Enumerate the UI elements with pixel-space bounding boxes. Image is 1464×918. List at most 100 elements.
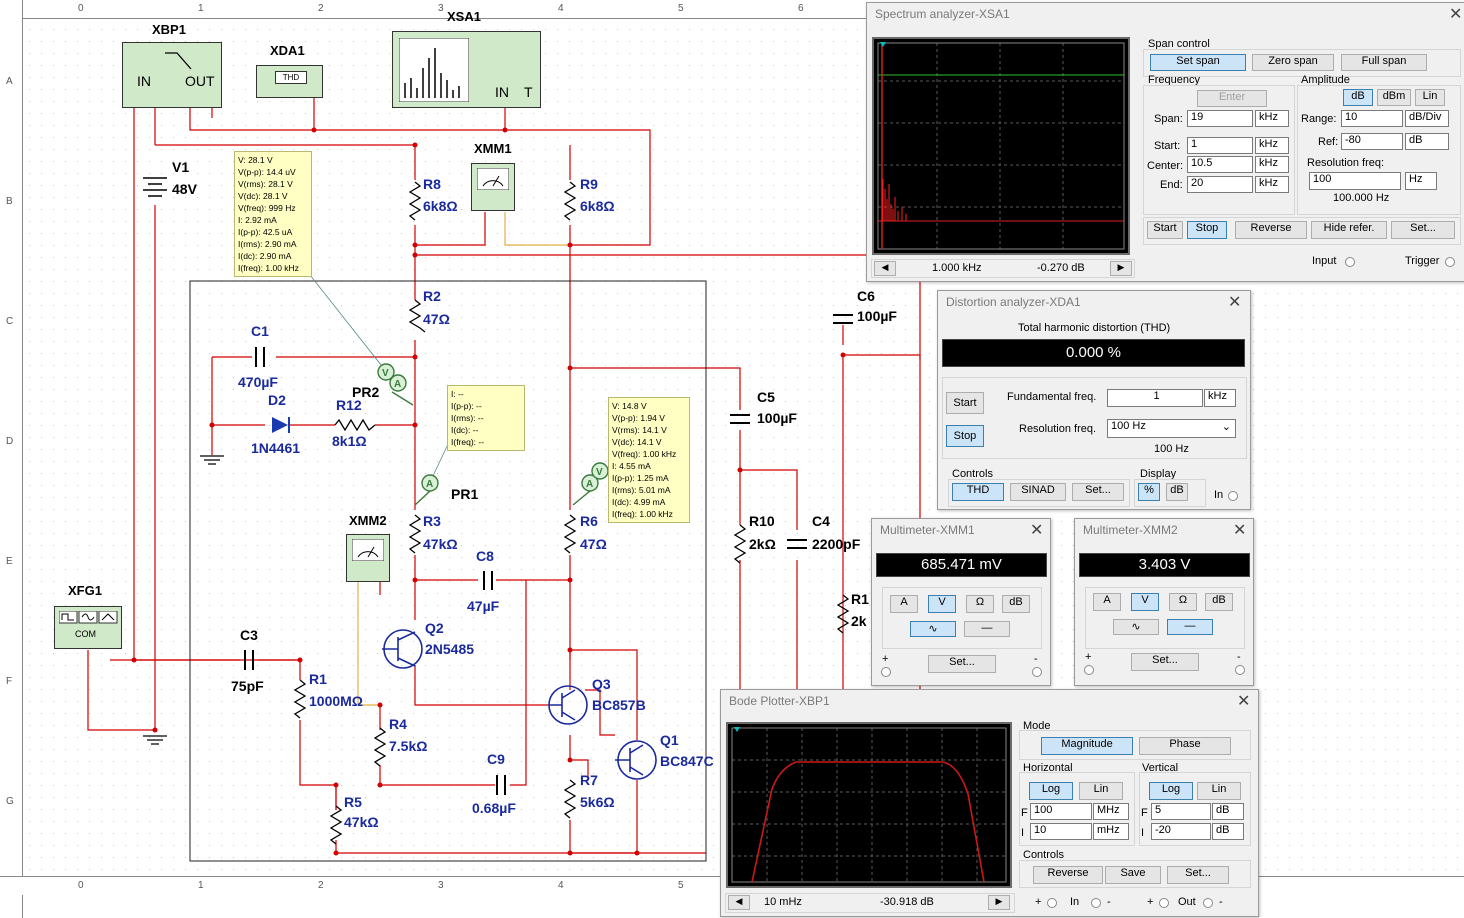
spectrum-display[interactable] (872, 37, 1130, 255)
resolution-freq-select[interactable]: 100 Hz⌄ (1107, 419, 1236, 438)
percent-button[interactable]: % (1138, 483, 1160, 501)
close-icon[interactable]: ✕ (1228, 294, 1242, 311)
db-button[interactable]: dB (1343, 89, 1373, 106)
ohmmeter-button[interactable]: Ω (1169, 593, 1197, 611)
out-plus-terminal[interactable] (1159, 898, 1169, 908)
start-button[interactable]: Start (1147, 221, 1183, 239)
cursor-right-button[interactable]: ▶ (988, 895, 1010, 910)
ammeter-button[interactable]: A (1093, 593, 1121, 611)
close-icon[interactable]: ✕ (1237, 693, 1251, 710)
set-button[interactable]: Set... (1167, 866, 1229, 884)
xfg1-instrument[interactable]: COM (54, 606, 122, 649)
ac-button[interactable]: ∿ (910, 621, 956, 637)
thd-button[interactable]: THD (952, 483, 1004, 501)
ohmmeter-button[interactable]: Ω (966, 595, 994, 613)
sinad-button[interactable]: SINAD (1010, 483, 1066, 501)
vertical-final-unit[interactable]: dB (1212, 803, 1244, 820)
minus-terminal[interactable] (1235, 665, 1245, 675)
end-input[interactable]: 20 (1187, 176, 1253, 193)
lin-button[interactable]: Lin (1415, 89, 1445, 106)
resolution-freq-input[interactable]: 100 (1309, 172, 1401, 190)
xda1-instrument[interactable]: THD (256, 65, 323, 98)
voltmeter-button[interactable]: V (928, 595, 956, 613)
dc-button[interactable]: ― (1167, 619, 1213, 635)
span-input[interactable]: 19 (1187, 110, 1253, 127)
set-button[interactable]: Set... (928, 655, 996, 673)
magnitude-button[interactable]: Magnitude (1041, 737, 1133, 755)
close-icon[interactable]: ✕ (1449, 6, 1463, 23)
phase-button[interactable]: Phase (1139, 737, 1231, 755)
ref-input[interactable]: -80 (1341, 133, 1403, 150)
fundamental-freq-unit[interactable]: kHz (1204, 389, 1236, 407)
input-terminal[interactable] (1345, 257, 1355, 267)
db-button[interactable]: dB (1166, 483, 1188, 501)
vertical-log-button[interactable]: Log (1149, 782, 1193, 800)
start-button[interactable]: Start (946, 392, 984, 414)
center-input[interactable]: 10.5 (1187, 156, 1253, 173)
plus-terminal[interactable] (1084, 665, 1094, 675)
multimeter-xmm1-window[interactable]: Multimeter-XMM1 ✕ 685.471 mV A V Ω dB ∿ … (871, 518, 1051, 686)
fundamental-freq-input[interactable]: 1 (1107, 389, 1203, 407)
bode-plotter-window[interactable]: Bode Plotter-XBP1 ✕ ◀ 10 mHz -30.918 dB … (720, 689, 1259, 917)
start-unit[interactable]: kHz (1255, 137, 1289, 154)
set-button[interactable]: Set... (1391, 221, 1455, 239)
horizontal-initial-input[interactable]: 10 (1030, 823, 1092, 840)
minus-terminal[interactable] (1032, 667, 1042, 677)
horizontal-initial-unit[interactable]: mHz (1093, 823, 1129, 840)
in-minus-terminal[interactable] (1091, 898, 1101, 908)
set-button[interactable]: Set... (1072, 483, 1124, 501)
out-minus-terminal[interactable] (1203, 898, 1213, 908)
decibel-button[interactable]: dB (1205, 593, 1233, 611)
cursor-left-button[interactable]: ◀ (874, 261, 896, 276)
reverse-button[interactable]: Reverse (1033, 866, 1103, 884)
dc-button[interactable]: ― (964, 621, 1010, 637)
set-span-button[interactable]: Set span (1150, 54, 1246, 71)
vertical-lin-button[interactable]: Lin (1197, 782, 1241, 800)
range-unit[interactable]: dB/Div (1405, 110, 1449, 127)
voltmeter-button[interactable]: V (1131, 593, 1159, 611)
horizontal-log-button[interactable]: Log (1029, 782, 1073, 800)
close-icon[interactable]: ✕ (1030, 522, 1044, 539)
xsa1-instrument[interactable]: IN T (392, 31, 541, 108)
vertical-final-input[interactable]: 5 (1151, 803, 1211, 820)
hide-reference-button[interactable]: Hide refer. (1311, 221, 1387, 239)
xbp1-instrument[interactable]: IN OUT (122, 42, 222, 108)
vertical-initial-unit[interactable]: dB (1212, 823, 1244, 840)
horizontal-final-unit[interactable]: MHz (1093, 803, 1129, 820)
xmm2-instrument[interactable] (346, 534, 390, 582)
xmm1-instrument[interactable] (471, 163, 515, 211)
spectrum-analyzer-window[interactable]: Spectrum analyzer-XSA1 ✕ ◀ 1.000 kHz -0.… (866, 2, 1464, 282)
reverse-button[interactable]: Reverse (1235, 221, 1307, 239)
cursor-right-button[interactable]: ▶ (1110, 261, 1132, 276)
ac-button[interactable]: ∿ (1113, 619, 1159, 635)
set-button[interactable]: Set... (1131, 653, 1199, 671)
ref-unit[interactable]: dB (1405, 133, 1449, 150)
stop-button[interactable]: Stop (1187, 221, 1227, 239)
center-unit[interactable]: kHz (1255, 156, 1289, 173)
cursor-left-button[interactable]: ◀ (728, 895, 750, 910)
bode-display[interactable] (726, 722, 1012, 888)
in-plus-terminal[interactable] (1047, 898, 1057, 908)
ammeter-button[interactable]: A (890, 595, 918, 613)
enter-button[interactable]: Enter (1197, 90, 1267, 107)
resolution-freq-unit[interactable]: Hz (1405, 172, 1437, 190)
in-terminal[interactable] (1228, 491, 1238, 501)
span-unit[interactable]: kHz (1255, 110, 1289, 127)
multimeter-xmm2-window[interactable]: Multimeter-XMM2 ✕ 3.403 V A V Ω dB ∿ ― S… (1074, 518, 1254, 686)
decibel-button[interactable]: dB (1002, 595, 1030, 613)
stop-button[interactable]: Stop (946, 425, 984, 447)
start-input[interactable]: 1 (1187, 137, 1253, 154)
close-icon[interactable]: ✕ (1233, 522, 1247, 539)
horizontal-final-input[interactable]: 100 (1030, 803, 1092, 820)
vertical-initial-input[interactable]: -20 (1151, 823, 1211, 840)
trigger-terminal[interactable] (1445, 257, 1455, 267)
save-button[interactable]: Save (1105, 866, 1161, 884)
range-input[interactable]: 10 (1341, 110, 1403, 127)
plus-terminal[interactable] (881, 667, 891, 677)
distortion-analyzer-window[interactable]: Distortion analyzer-XDA1 ✕ Total harmoni… (937, 290, 1251, 510)
zero-span-button[interactable]: Zero span (1252, 54, 1334, 71)
horizontal-lin-button[interactable]: Lin (1079, 782, 1123, 800)
end-unit[interactable]: kHz (1255, 176, 1289, 193)
dbm-button[interactable]: dBm (1377, 89, 1411, 106)
full-span-button[interactable]: Full span (1341, 54, 1427, 71)
